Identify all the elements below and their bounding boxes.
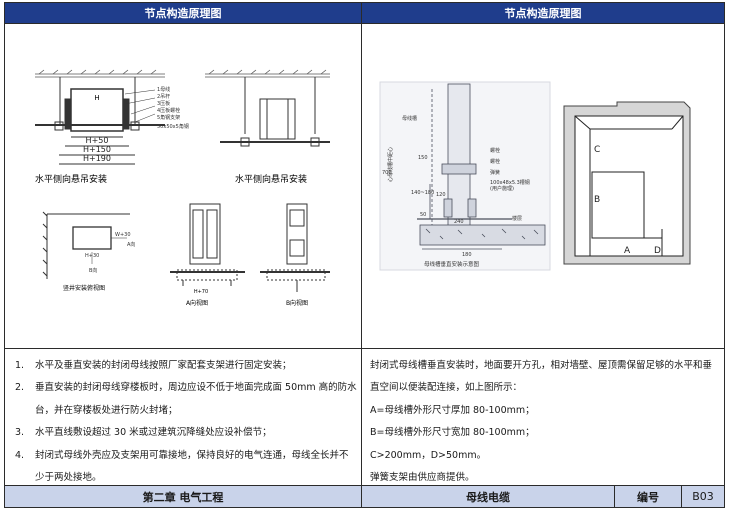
footer-divider — [361, 486, 362, 507]
label-busway: 母线槽 — [402, 115, 417, 122]
right-notes: 封闭式母线槽垂直安装时，地面要开方孔，相对墙壁、屋顶需保留足够的水平和垂直空间以… — [370, 355, 720, 489]
label-b: B — [594, 195, 600, 205]
note-item: 2.垂直安装的封闭母线穿楼板时，周边应设不低于地面完成面 50mm 高的防水台，… — [15, 382, 357, 416]
a-view-caption: A向视图 — [186, 299, 208, 307]
label-center-line: 心母线槽中距心 — [387, 147, 394, 182]
note-item: 3.水平直线敷设超过 30 米或过建筑沉降缝处应设补偿节； — [15, 427, 272, 439]
note-line: 弹簧支架由供应商提供。 — [370, 472, 475, 484]
dim-h50: H+50 — [86, 136, 109, 145]
label-nut: 螺栓 — [490, 147, 500, 154]
legend-item: 4压板螺栓 — [157, 107, 180, 114]
shaft-caption: 竖井安装俯视图 — [63, 284, 105, 292]
footer-rule — [5, 485, 724, 486]
part-legend: 1母线 2吊杆 3压板 4压板螺栓 5角钢支架 50x50x5角钢 — [157, 86, 189, 130]
dimension-labels: H+50 H+150 H+190 — [83, 136, 111, 163]
footer-code-label: 编号 — [615, 486, 681, 507]
construction-sheet: 节点构造原理图 节点构造原理图 — [4, 2, 725, 508]
left-diagram-panel: H 1母线 2吊杆 3压板 4压板螺栓 5角钢支架 50x50x5角钢 H+50… — [5, 24, 361, 348]
left-header: 节点构造原理图 — [5, 3, 361, 23]
b-direction-label: B向 — [89, 267, 97, 274]
label-150: 150 — [418, 155, 428, 161]
label-angle-line2: (用户施理) — [490, 185, 514, 192]
legend-item: 5角钢支架 — [157, 114, 180, 121]
legend-item: 2吊杆 — [157, 93, 170, 100]
caption-right: 水平侧向悬吊安装 — [235, 173, 307, 185]
label-spring: 弹簧 — [490, 169, 500, 176]
photo-labels: 母线槽 心母线槽中距心 700 150 140~180 50 120 240 1… — [382, 115, 530, 268]
ceiling-hatch — [35, 69, 330, 78]
label-140-180: 140~180 — [411, 190, 434, 196]
caption-left: 水平侧向悬吊安装 — [35, 173, 107, 185]
vertical-install-diagram: 母线槽 心母线槽中距心 700 150 140~180 50 120 240 1… — [379, 81, 691, 271]
b-view-drawing — [260, 203, 330, 292]
legend-item: 50x50x5角钢 — [157, 123, 189, 130]
footer-code-value: B03 — [682, 486, 724, 507]
label-d: D — [654, 246, 661, 256]
a-view-drawing — [170, 203, 245, 286]
label-180: 180 — [462, 252, 472, 258]
label-120: 120 — [436, 192, 446, 198]
a-view-dim: H+70 — [194, 289, 208, 295]
note-line: C>200mm，D>50mm。 — [370, 449, 487, 461]
right-header: 节点构造原理图 — [362, 3, 724, 23]
note-item: 4.封闭式母线外壳应及支架用可靠接地，保持良好的电气连通，母线全长并不少于两处接… — [15, 449, 349, 484]
note-item: 1.水平及垂直安装的封闭母线按照厂家配套支架进行固定安装； — [15, 360, 292, 371]
bus-hanging-diagram: H 1母线 2吊杆 3压板 4压板螺栓 5角钢支架 50x50x5角钢 H+50… — [35, 69, 330, 307]
shaft-labels: W+30 H+30 A向 B向 — [85, 232, 135, 274]
right-diagram-panel: 母线槽 心母线槽中距心 700 150 140~180 50 120 240 1… — [362, 24, 724, 348]
horizontal-side-hang-left — [35, 77, 165, 165]
footer-chapter: 第二章 电气工程 — [5, 486, 361, 507]
b-view-caption: B向视图 — [286, 299, 308, 307]
label-50: 50 — [420, 212, 426, 218]
column-divider — [361, 3, 362, 485]
label-c: C — [594, 145, 600, 155]
note-line: B=母线槽外形尺寸宽加 80-100mm； — [370, 427, 535, 439]
a-direction-label: A向 — [127, 241, 135, 248]
footer-topic: 母线电缆 — [362, 486, 614, 507]
photo-linework — [417, 83, 546, 250]
label-240: 240 — [454, 219, 464, 225]
label-a: A — [624, 246, 631, 256]
schematic-labels: C B A D — [594, 145, 661, 256]
header-rule — [5, 23, 724, 24]
shaft-top-view — [42, 211, 130, 279]
label-h: H — [94, 94, 99, 102]
wall-height-label: H+30 — [85, 253, 99, 259]
photo-caption: 母线槽垂直安装示意图 — [424, 260, 480, 268]
note-line: A=母线槽外形尺寸厚加 80-100mm； — [370, 404, 535, 416]
label-700: 700 — [382, 170, 392, 176]
footer-divider — [681, 486, 682, 507]
note-paragraph: 封闭式母线槽垂直安装时，地面要开方孔，相对墙壁、屋顶需保留足够的水平和垂直空间以… — [370, 360, 713, 394]
footer-divider — [614, 486, 615, 507]
horizontal-side-hang-right — [220, 77, 330, 147]
left-notes: 1.水平及垂直安装的封闭母线按照厂家配套支架进行固定安装； 2.垂直安装的封闭母… — [15, 355, 357, 489]
label-floor: 楼层 — [512, 215, 522, 222]
legend-item: 1母线 — [157, 86, 170, 93]
label-angle-line1: 100x48x5.3槽钢 — [490, 179, 530, 186]
legend-item: 3压板 — [157, 100, 170, 107]
dim-h190: H+190 — [83, 154, 111, 163]
panel-bottom-rule — [5, 348, 724, 349]
wall-width-label: W+30 — [115, 232, 131, 238]
clearance-schematic — [563, 101, 691, 265]
label-bolt: 螺栓 — [490, 158, 500, 165]
dim-h150: H+150 — [83, 145, 111, 154]
